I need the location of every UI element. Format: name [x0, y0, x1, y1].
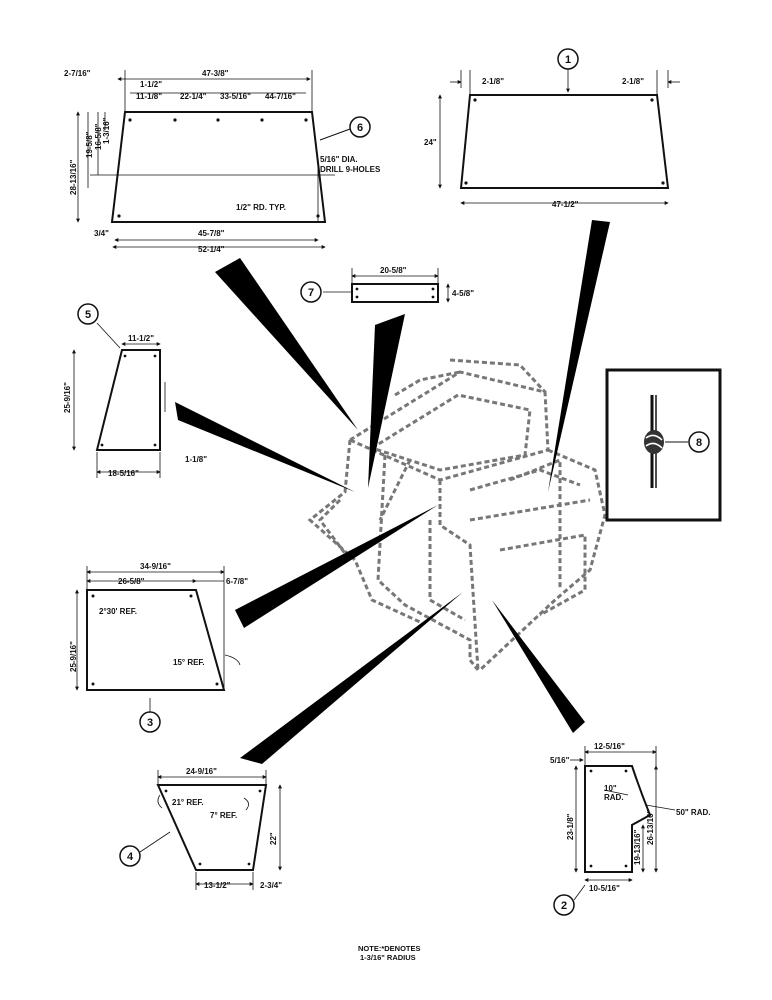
panel-6-hole-4: 33-5/16" [220, 92, 251, 101]
panel-6-hole-2: 11-1/8" [136, 92, 162, 101]
panel-6-drill-2: DRILL 9-HOLES [320, 165, 381, 174]
panel-4-bottom-width: 13-1/2" [204, 881, 231, 890]
panel-3-angle-2: 15° REF. [173, 658, 205, 667]
callout-4-circle [119, 845, 141, 867]
callout-2-label: 2 [561, 900, 567, 912]
panel-2-outline [584, 765, 652, 873]
panel-5-offset: 1-1/8" [185, 455, 207, 464]
panel-7-height: 4-5/8" [452, 289, 474, 298]
panel-6: 2-7/16" 47-3/8" 1-1/2" 11-1/8" 22-1/4" 3… [64, 69, 381, 254]
panel-4: 24-9/16" 21° REF. 7° REF. 22" 13-1/2" 2-… [119, 767, 282, 890]
note-line-1: NOTE:*DENOTES [358, 944, 421, 953]
callout-7-circle [300, 281, 322, 303]
panel-5: 11-1/2" 25-9/16" 18-5/16" 1-1/8" 5 [63, 303, 207, 478]
panel-5-top-width: 11-1/2" [128, 334, 154, 343]
callout-7-label: 7 [308, 287, 314, 299]
callout-3-label: 3 [147, 717, 153, 729]
panel-5-outline [95, 349, 161, 451]
panel-1: 2-1/8" 2-1/8" 24" 47-1/2" 1 [424, 48, 680, 209]
panel-3-angle-1: 2°30' REF. [99, 607, 137, 616]
panel-1-outline [459, 94, 670, 189]
callout-1-label: 1 [565, 54, 571, 66]
panel-2-rad-1: 10" [604, 784, 617, 793]
panel-3: 34-9/16" 26-5/8" 6-7/8" 2°30' REF. 15° R… [69, 562, 248, 733]
panel-8: 8 [605, 368, 722, 522]
panel-1-width: 47-1/2" [552, 200, 579, 209]
leader-panel-7 [368, 314, 405, 488]
panel-4-outline [156, 784, 268, 871]
panel-2-rad-2: 50" RAD. [676, 808, 710, 817]
cab-frame [307, 358, 607, 672]
panel-2-height-c: 19-13/16" [633, 829, 642, 865]
panel-6-drill-1: 5/16" DIA. [320, 155, 358, 164]
panel-4-angle-2: 7° REF. [210, 811, 237, 820]
panel-7-outline [351, 283, 439, 303]
leader-panel-5 [175, 402, 355, 492]
panel-3-offset: 6-7/8" [226, 577, 248, 586]
panel-6-top-width: 47-3/8" [202, 69, 229, 78]
leader-panel-3 [235, 505, 438, 628]
panel-5-height: 25-9/16" [63, 382, 72, 413]
panel-6-v-c: 1-3/16" [102, 117, 111, 144]
panel-2-bottom-width: 10-5/16" [589, 884, 620, 893]
leader-panel-1 [548, 220, 610, 492]
leader-wedges [175, 220, 610, 764]
callout-5-circle [77, 303, 99, 325]
callout-4-label: 4 [127, 851, 134, 863]
panel-6-holes [117, 118, 320, 218]
panel-7-width: 20-5/8" [380, 266, 407, 275]
panel-6-radius: 1/2" RD. TYP. [236, 203, 286, 212]
panel-2-height: 23-1/8" [566, 813, 575, 840]
callout-1-circle [557, 48, 579, 70]
panel-6-outline [110, 111, 327, 223]
panel-2: 12-5/16" 5/16" 10" RAD. 50" RAD. 23-1/8"… [550, 742, 710, 916]
panel-6-hole-3: 22-1/4" [180, 92, 207, 101]
panel-6-hole-span: 45-7/8" [198, 229, 225, 238]
callout-8-label: 8 [696, 437, 702, 449]
panel-2-height-b: 26-13/16" [646, 809, 655, 845]
panel-6-hole-1: 1-1/2" [140, 80, 162, 89]
panel-2-offset: 5/16" [550, 756, 570, 765]
callout-3-circle [139, 711, 161, 733]
panel-3-outline [86, 589, 226, 691]
panel-1-height: 24" [424, 138, 437, 147]
panel-4-height: 22" [269, 832, 278, 845]
panel-3-height: 25-9/16" [69, 641, 78, 672]
panel-4-offset: 2-3/4" [260, 881, 282, 890]
panel-6-bottom-offset: 3/4" [94, 229, 109, 238]
leader-panel-6 [215, 258, 358, 430]
panel-1-left-inset: 2-1/8" [482, 77, 504, 86]
leader-panel-2 [492, 600, 585, 733]
callout-6-circle [349, 116, 371, 138]
callout-8-circle [688, 431, 710, 453]
panel-3-top-width: 26-5/8" [118, 577, 145, 586]
panel-6-left-offset: 2-7/16" [64, 69, 91, 78]
panel-4-angle-1: 21° REF. [172, 798, 204, 807]
panel-8-seal [644, 430, 664, 454]
panel-4-top-width: 24-9/16" [186, 767, 217, 776]
callout-5-label: 5 [85, 309, 91, 321]
note-line-2: 1-3/16" RADIUS [360, 953, 416, 962]
callout-6-label: 6 [357, 122, 363, 134]
panel-6-hole-5: 44-7/16" [265, 92, 296, 101]
panel-3-width: 34-9/16" [140, 562, 171, 571]
panel-1-right-inset: 2-1/8" [622, 77, 644, 86]
panel-6-v-a: 19-5/8" [85, 131, 94, 158]
panel-6-v-b: 16-5/8" [94, 123, 103, 150]
panel-5-bottom-width: 18-5/16" [108, 469, 139, 478]
panel-6-height: 28-13/16" [69, 159, 78, 195]
panel-7: 20-5/8" 4-5/8" 7 [300, 266, 474, 303]
panel-8-frame [605, 368, 722, 522]
leader-panel-4 [240, 592, 463, 764]
callout-2-circle [553, 894, 575, 916]
panel-2-top-width: 12-5/16" [594, 742, 625, 751]
panel-6-bottom-width: 52-1/4" [198, 245, 225, 254]
panel-2-rad-1b: RAD. [604, 793, 624, 802]
